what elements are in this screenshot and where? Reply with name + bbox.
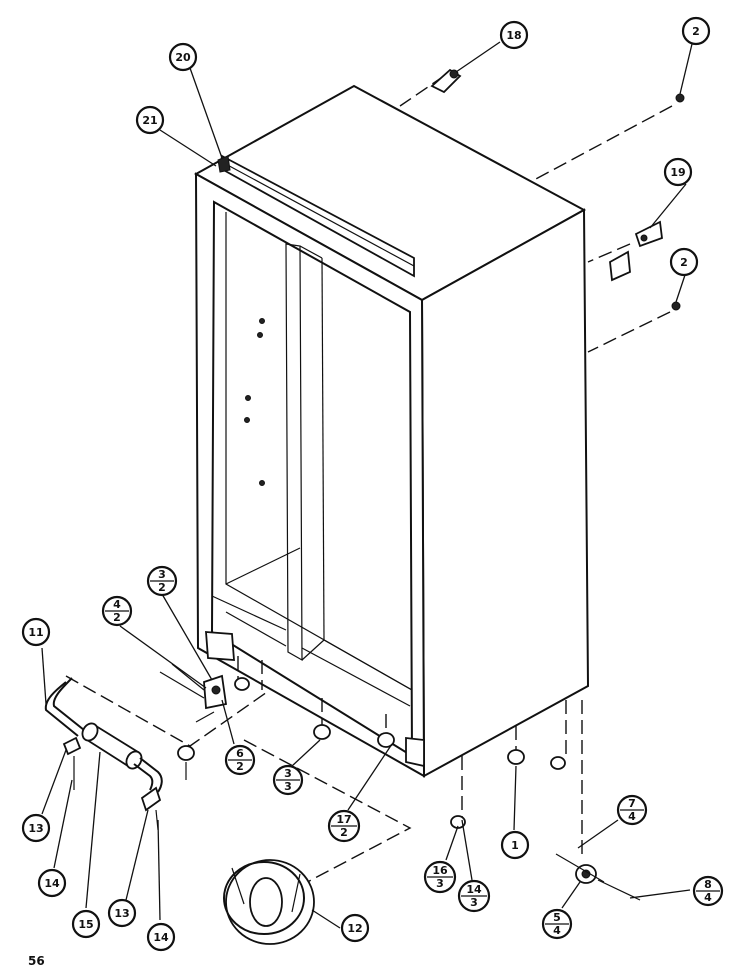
callout-4-2: 4 2 bbox=[101, 595, 133, 627]
callout-17-2: 17 2 bbox=[327, 809, 361, 843]
drain-tube-assembly bbox=[44, 677, 163, 831]
callout-21-label: 21 bbox=[142, 114, 157, 127]
callout-6-2: 6 2 bbox=[224, 744, 256, 776]
cabinet-side-face bbox=[420, 208, 590, 778]
page-number: 56 bbox=[28, 954, 45, 968]
callout-14-3-top: 14 bbox=[466, 883, 482, 896]
callout-5-4-top: 5 bbox=[553, 911, 561, 924]
callout-12-label: 12 bbox=[347, 922, 362, 935]
callout-12: 12 bbox=[340, 913, 370, 943]
callout-16-3-bottom: 3 bbox=[436, 877, 444, 890]
callout-8-4-top: 8 bbox=[704, 878, 712, 891]
cabinet-front-frame bbox=[194, 172, 426, 778]
roller-part bbox=[555, 853, 641, 901]
callout-17-2-top: 17 bbox=[336, 813, 351, 826]
callout-14-right: 14 bbox=[146, 922, 176, 952]
callout-4-2-top: 4 bbox=[113, 598, 121, 611]
screw-part-side bbox=[671, 301, 681, 311]
callout-1-label: 1 bbox=[511, 839, 519, 852]
callout-11-label: 11 bbox=[28, 626, 43, 639]
callout-11: 11 bbox=[21, 617, 51, 647]
callout-7-4-bottom: 4 bbox=[628, 810, 636, 823]
top-hinge-rail bbox=[217, 154, 415, 278]
front-foot-right bbox=[405, 736, 425, 768]
left-bracket-assembly bbox=[159, 663, 228, 723]
hardware bbox=[44, 68, 685, 945]
callout-2-top: 2 bbox=[681, 16, 711, 46]
callout-2-side-label: 2 bbox=[680, 256, 688, 269]
hinge-bracket-part bbox=[609, 220, 663, 282]
callout-14-left-label: 14 bbox=[44, 877, 60, 890]
callout-15-label: 15 bbox=[78, 918, 93, 931]
front-foot-left bbox=[205, 631, 235, 661]
callout-13-right: 13 bbox=[107, 898, 137, 928]
callout-18: 18 bbox=[499, 20, 529, 50]
callout-19: 19 bbox=[663, 157, 693, 187]
callout-3-3-top: 3 bbox=[284, 767, 292, 780]
callout-3-2-upper-bottom: 2 bbox=[158, 581, 166, 594]
callout-3-3-bottom: 3 bbox=[284, 780, 292, 793]
callout-15: 15 bbox=[71, 909, 101, 939]
callout-20: 20 bbox=[168, 42, 198, 72]
callout-19-label: 19 bbox=[670, 166, 685, 179]
mounting-holes bbox=[244, 318, 265, 486]
callout-8-4: 8 4 bbox=[692, 875, 724, 907]
callout-2-side: 2 bbox=[669, 247, 699, 277]
callout-17-2-bottom: 2 bbox=[340, 826, 348, 839]
ring-part bbox=[223, 859, 315, 945]
callout-2-top-label: 2 bbox=[692, 25, 700, 38]
callout-3-3: 3 3 bbox=[272, 764, 304, 796]
callout-13-left: 13 bbox=[21, 813, 51, 843]
callout-14-left: 14 bbox=[37, 868, 67, 898]
callout-20-label: 20 bbox=[175, 51, 191, 64]
callout-14-3: 14 3 bbox=[457, 879, 491, 913]
callout-5-4-bottom: 4 bbox=[553, 924, 561, 937]
callout-6-2-top: 6 bbox=[236, 747, 244, 760]
callout-13-right-label: 13 bbox=[114, 907, 129, 920]
callout-16-3-top: 16 bbox=[432, 864, 448, 877]
callout-14-right-label: 14 bbox=[153, 931, 169, 944]
leader-lines bbox=[41, 41, 693, 929]
callout-21: 21 bbox=[135, 105, 165, 135]
cabinet bbox=[193, 84, 590, 778]
screw-part-top bbox=[675, 93, 685, 103]
callout-16-3: 16 3 bbox=[423, 860, 457, 894]
callout-3-2-upper-top: 3 bbox=[158, 568, 166, 581]
callout-3-2-upper: 3 2 bbox=[146, 565, 178, 597]
callout-6-2-bottom: 2 bbox=[236, 760, 244, 773]
leveling-legs bbox=[177, 677, 566, 829]
callout-8-4-bottom: 4 bbox=[704, 891, 712, 904]
callout-18-label: 18 bbox=[506, 29, 521, 42]
callout-13-left-label: 13 bbox=[28, 822, 43, 835]
callout-4-2-bottom: 2 bbox=[113, 611, 121, 624]
callout-14-3-bottom: 3 bbox=[470, 896, 478, 909]
callout-7-4: 7 4 bbox=[616, 794, 648, 826]
callout-5-4: 5 4 bbox=[541, 908, 573, 940]
callout-1: 1 bbox=[500, 830, 530, 860]
callout-7-4-top: 7 bbox=[628, 797, 636, 810]
